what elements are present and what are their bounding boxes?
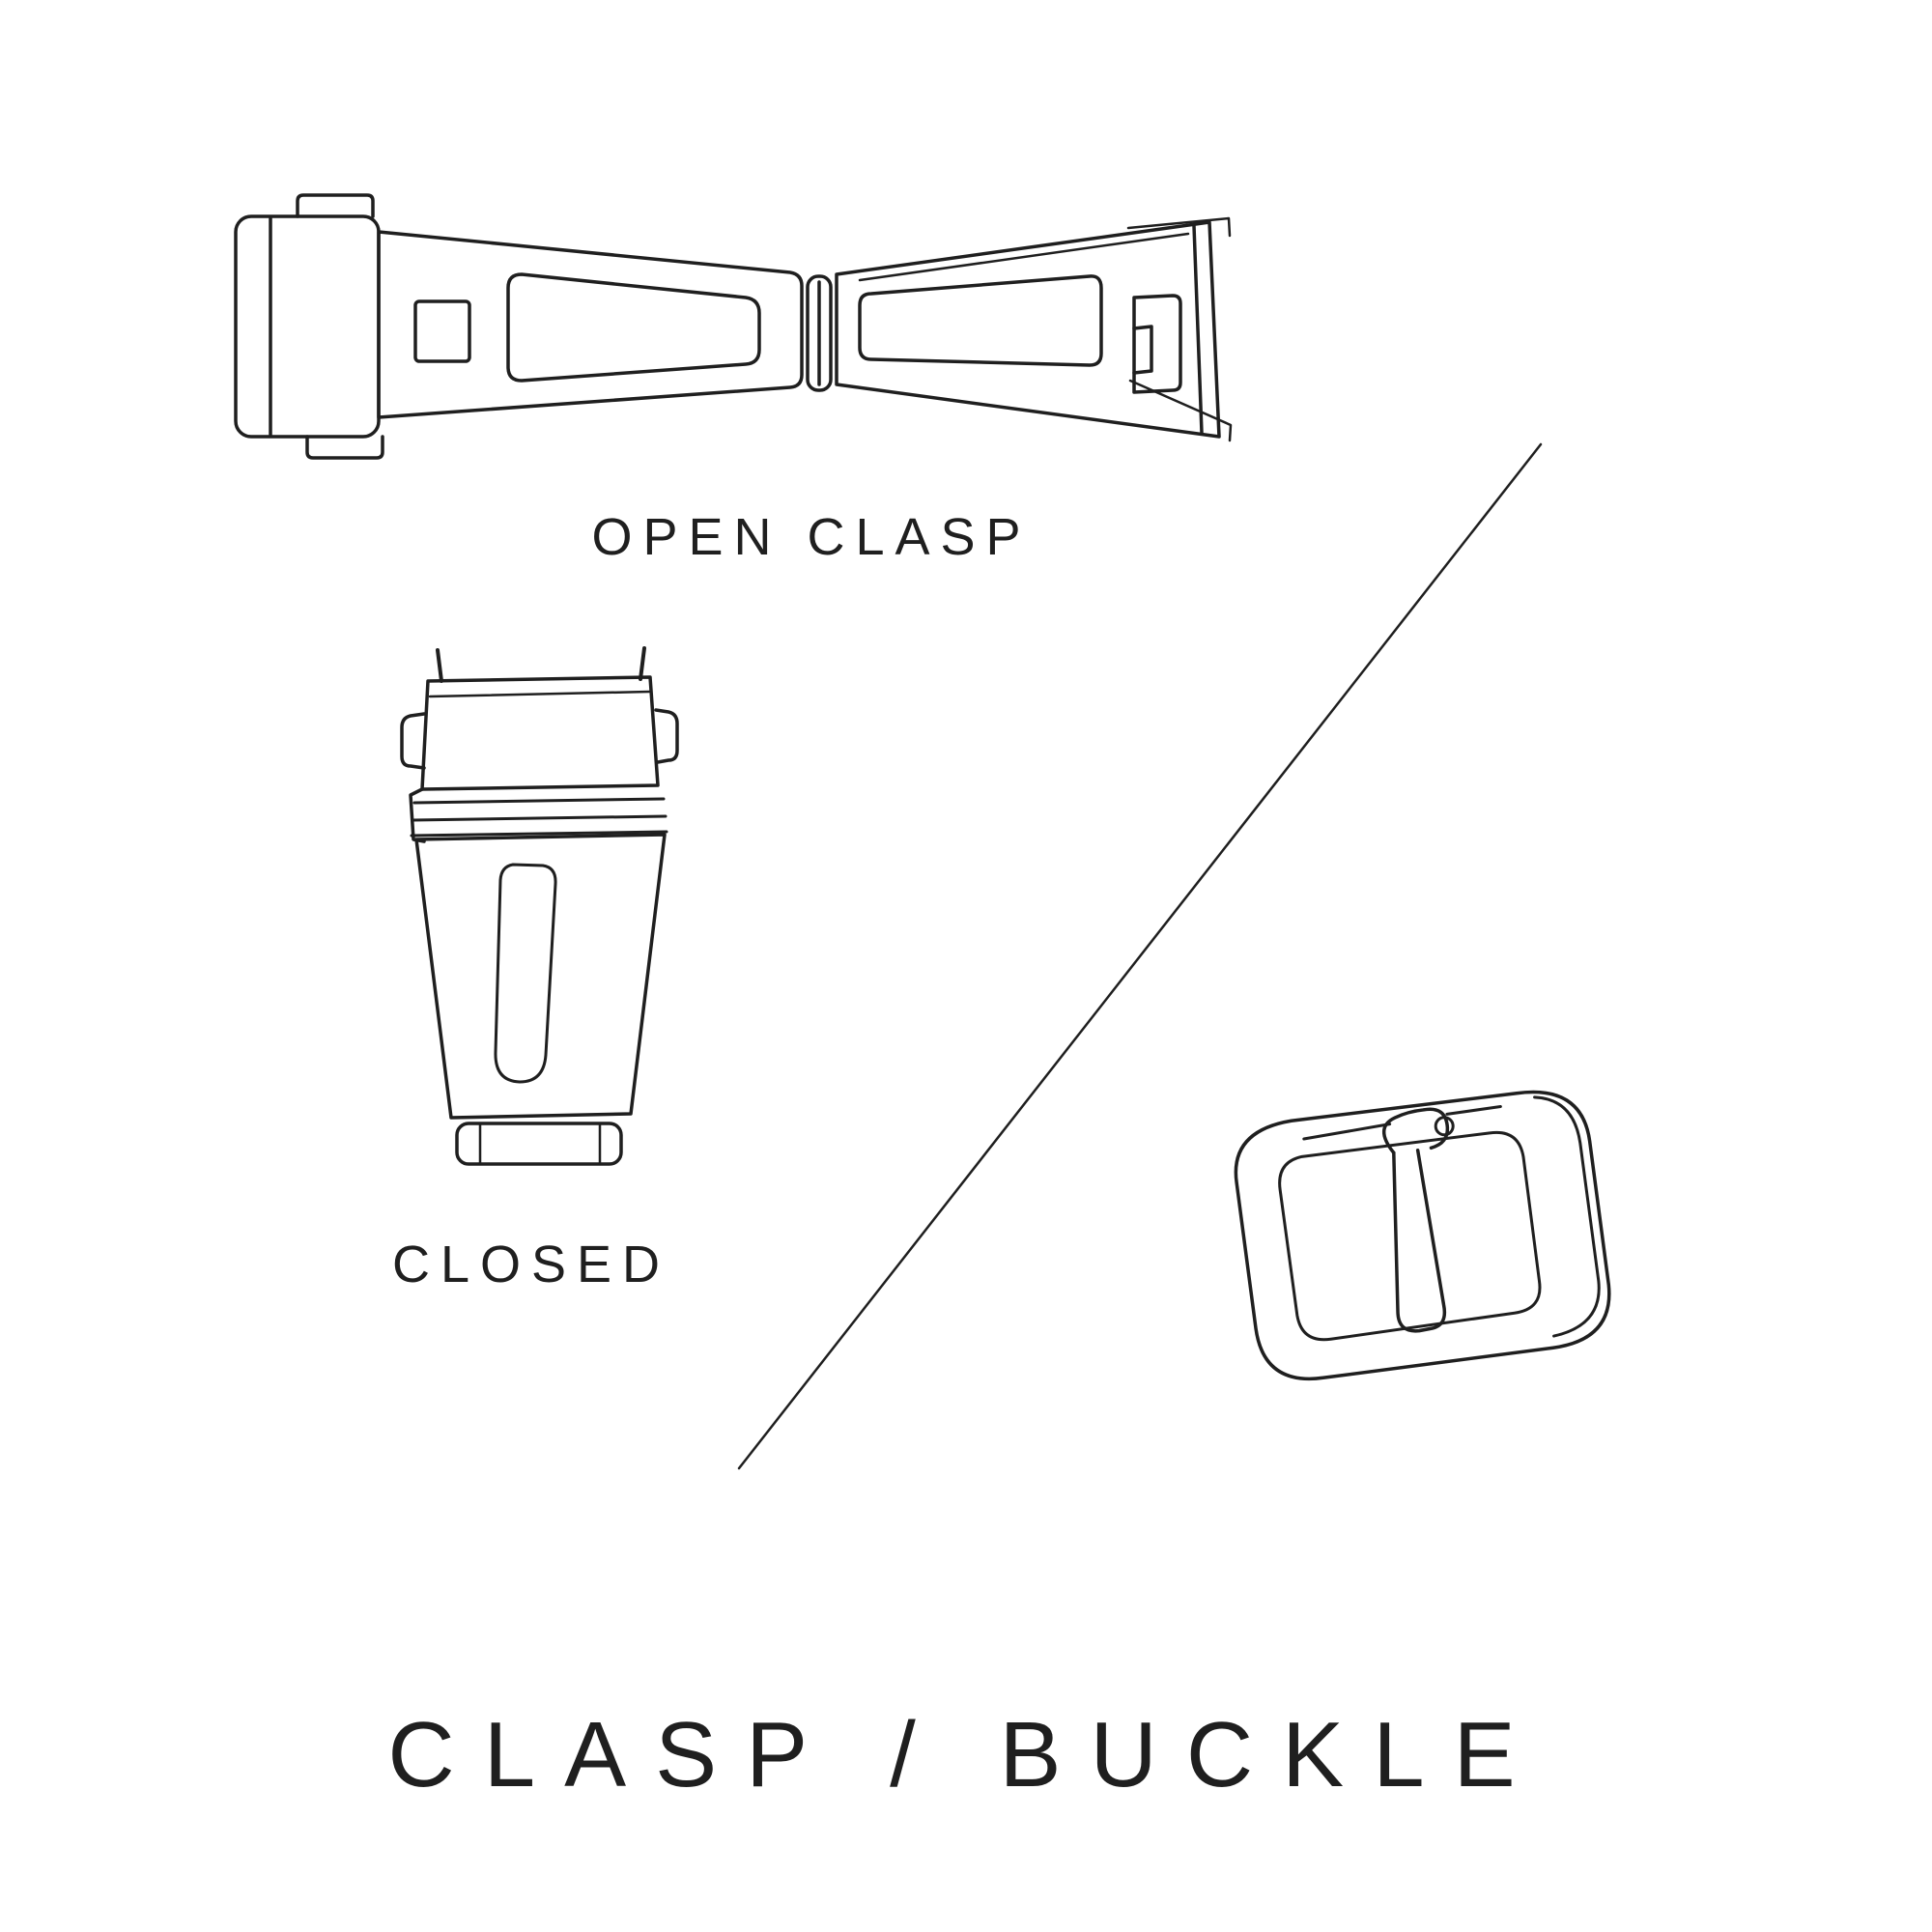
- tang-buckle-illustration: [1196, 1046, 1644, 1426]
- open-clasp-label: OPEN CLASP: [591, 508, 1032, 566]
- diagonal-divider-line: [734, 440, 1546, 1473]
- closed-clasp-illustration: [382, 642, 700, 1193]
- open-clasp-icon: [222, 174, 1294, 493]
- tang-buckle-icon: [1196, 1046, 1644, 1426]
- closed-clasp-label: CLOSED: [391, 1236, 671, 1293]
- page-title: CLASP / BUCKLE: [387, 1703, 1545, 1806]
- divider-line-icon: [734, 440, 1546, 1473]
- closed-clasp-icon: [382, 642, 700, 1193]
- open-clasp-illustration: [222, 174, 1294, 493]
